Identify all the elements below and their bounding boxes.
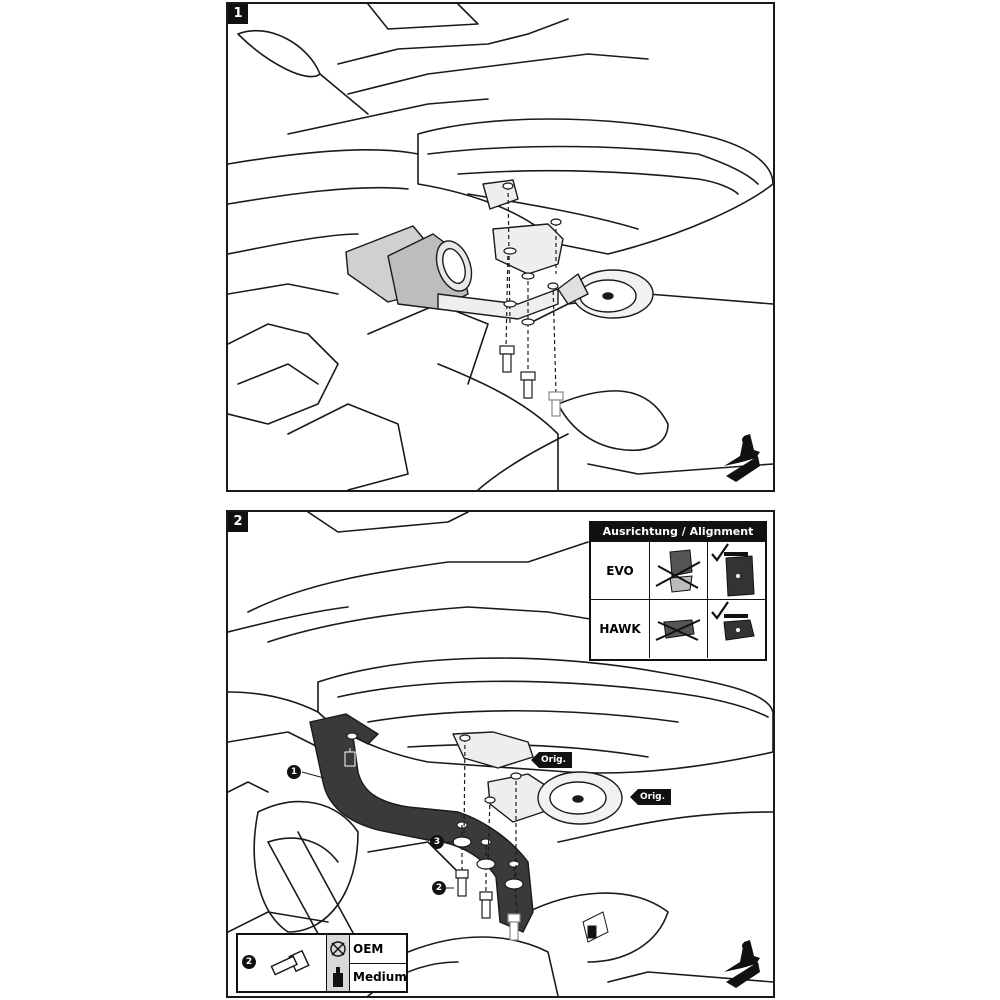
callout-part-2: 2 — [432, 881, 446, 895]
callout-part-2: 2 — [242, 955, 256, 969]
fastener-legend: 2 OEM Medium — [236, 933, 408, 993]
checkmark-lamp-icon — [711, 601, 755, 641]
incorrect-orientation-cell — [650, 600, 708, 658]
alignment-table: Ausrichtung / Alignment EVO — [589, 521, 767, 661]
alignment-title: Ausrichtung / Alignment — [591, 523, 765, 541]
brand-logo-icon — [724, 434, 760, 482]
alignment-row-label: EVO — [591, 542, 650, 600]
alignment-row-hawk: HAWK — [591, 599, 765, 658]
step-2-panel: 2 — [226, 510, 775, 998]
original-part-tag: Orig. — [531, 752, 573, 768]
checkmark-lamp-icon — [711, 543, 755, 597]
mounting-bracket — [309, 713, 534, 933]
callout-part-1: 1 — [287, 765, 301, 779]
bolt-reference-cell: 2 — [238, 935, 327, 991]
step-number-badge: 1 — [228, 4, 248, 24]
step-1-illustration — [228, 4, 773, 490]
correct-orientation-cell — [708, 600, 765, 658]
no-threadlocker-icon — [327, 935, 350, 963]
crossed-out-lamp-icon — [655, 619, 701, 641]
legend-oem-label: OEM — [353, 942, 384, 956]
step-number-badge: 2 — [228, 512, 248, 532]
alignment-row-label: HAWK — [591, 600, 650, 658]
correct-orientation-cell — [708, 542, 765, 600]
brand-logo-icon — [724, 940, 760, 988]
threadlocker-icon — [344, 748, 356, 767]
bolt-icon — [270, 949, 310, 976]
threadlocker-bottle-icon — [327, 963, 350, 991]
incorrect-orientation-cell — [650, 542, 708, 600]
legend-row-oem: OEM — [327, 935, 406, 964]
step-2-illustration — [228, 512, 773, 996]
callout-part-3: 3 — [430, 835, 444, 849]
legend-row-medium: Medium — [327, 963, 407, 991]
alignment-row-evo: EVO — [591, 541, 765, 600]
crossed-out-lamp-icon — [655, 549, 701, 593]
original-part-tag: Orig. — [630, 789, 672, 805]
step-1-panel: 1 — [226, 2, 775, 492]
threadlocker-icon — [582, 911, 609, 943]
legend-medium-label: Medium — [353, 970, 407, 984]
